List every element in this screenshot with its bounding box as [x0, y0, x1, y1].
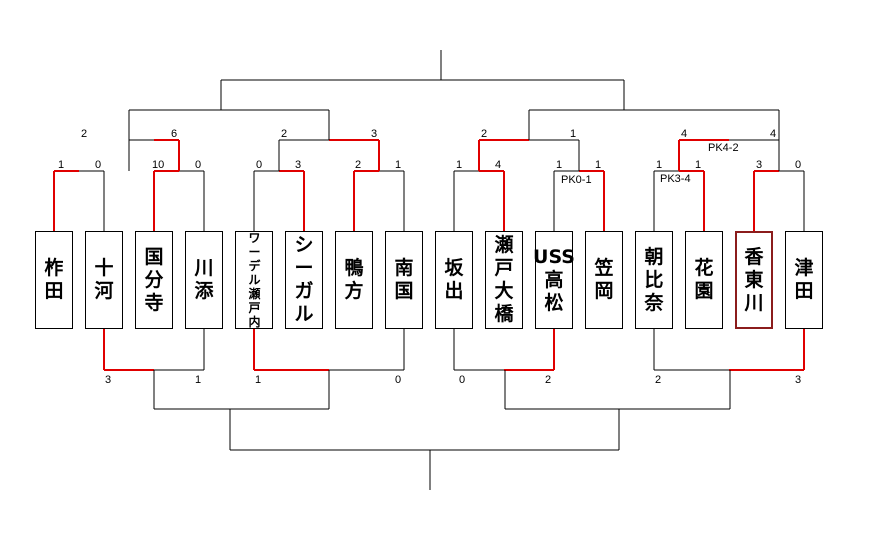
score-label: 0: [195, 159, 202, 171]
score-label: 2: [545, 374, 552, 386]
score-label: 0: [256, 159, 263, 171]
team-box: 南国: [385, 231, 423, 329]
team-box: ワーデル瀬戸内: [235, 231, 273, 329]
score-label: 2: [481, 128, 488, 140]
score-label: 0: [459, 374, 466, 386]
score-label: 1: [695, 159, 702, 171]
score-label: 2: [281, 128, 288, 140]
team-box: 十河: [85, 231, 123, 329]
team-box: 花園: [685, 231, 723, 329]
pk-label: PK0-1: [560, 174, 593, 186]
score-label: 1: [195, 374, 202, 386]
score-label: 3: [295, 159, 302, 171]
pk-label: PK4-2: [707, 142, 740, 154]
score-label: 2: [355, 159, 362, 171]
team-box: 笠岡: [585, 231, 623, 329]
team-box: 川添: [185, 231, 223, 329]
score-label: 10: [152, 159, 165, 171]
score-label: 0: [395, 374, 402, 386]
score-label: 1: [556, 159, 563, 171]
pk-label: PK3-4: [659, 173, 692, 185]
score-label: 4: [495, 159, 502, 171]
score-label: 0: [795, 159, 802, 171]
score-label: 2: [655, 374, 662, 386]
team-box: 国分寺: [135, 231, 173, 329]
score-label: 1: [570, 128, 577, 140]
score-label: 1: [456, 159, 463, 171]
score-label: 2: [81, 128, 88, 140]
score-label: 3: [795, 374, 802, 386]
team-box: 津田: [785, 231, 823, 329]
team-box-selected: 香東川: [735, 231, 773, 329]
score-label: 3: [105, 374, 112, 386]
score-label: 1: [395, 159, 402, 171]
score-label: 1: [255, 374, 262, 386]
team-box: 朝比奈: [635, 231, 673, 329]
score-label: 3: [756, 159, 763, 171]
score-label: 6: [171, 128, 178, 140]
score-label: 4: [770, 128, 777, 140]
team-box: 坂出: [435, 231, 473, 329]
score-label: 3: [371, 128, 378, 140]
score-label: 4: [681, 128, 688, 140]
score-label: 0: [95, 159, 102, 171]
team-box: シーガル: [285, 231, 323, 329]
score-label: 1: [595, 159, 602, 171]
team-box: 瀬戸大橋: [485, 231, 523, 329]
team-box: 柞田: [35, 231, 73, 329]
score-label: 1: [58, 159, 65, 171]
score-label: 1: [656, 159, 663, 171]
team-box: 鴨方: [335, 231, 373, 329]
